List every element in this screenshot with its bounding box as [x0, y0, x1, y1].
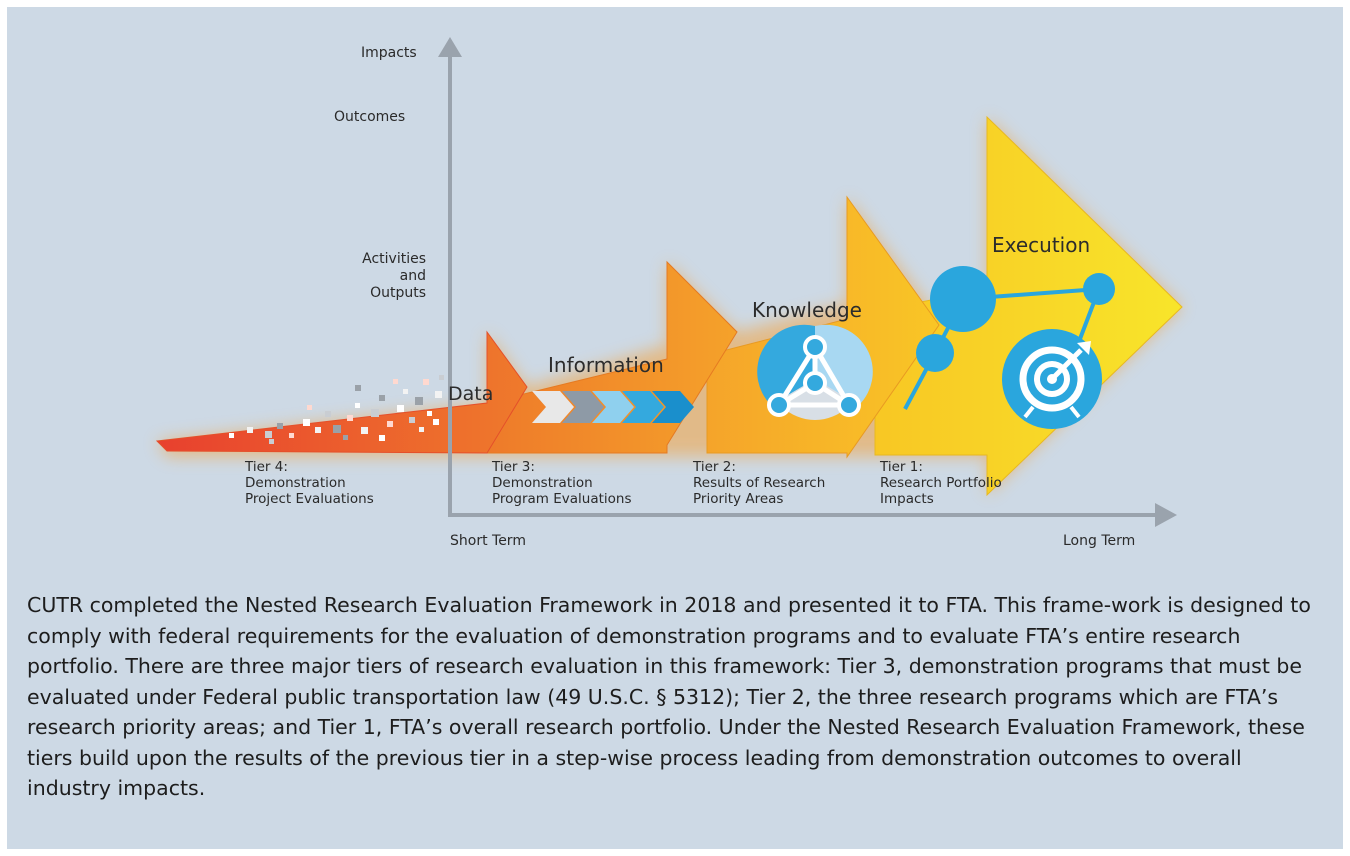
pixel-square [355, 403, 360, 408]
figure-caption: CUTR completed the Nested Research Evalu… [27, 593, 1311, 800]
stage-data-label: Data [448, 383, 494, 405]
pixel-square [229, 433, 234, 438]
pixel-square [423, 379, 429, 385]
network-nodes-icon [903, 266, 1115, 410]
pixel-square [355, 385, 361, 391]
pixel-square [343, 435, 348, 440]
pixel-square [333, 425, 341, 433]
pixel-square [247, 427, 253, 433]
pixel-square [315, 427, 321, 433]
figure-panel: Impacts Outcomes Activities and Outputs … [7, 7, 1343, 849]
pixel-square [409, 417, 415, 423]
x-label-short-term: Short Term [450, 533, 526, 549]
tier-4-label: Tier 4: Demonstration Project Evaluation… [245, 459, 374, 507]
pixel-square [419, 427, 424, 432]
axes [438, 37, 1177, 527]
pixel-square [415, 397, 423, 405]
y-label-outcomes: Outcomes [334, 109, 406, 125]
pixel-square [289, 433, 294, 438]
pixel-square [379, 395, 385, 401]
pixel-square [433, 419, 439, 425]
stage-execution-label: Execution [992, 233, 1091, 257]
pixel-square [403, 389, 408, 394]
pixel-square [397, 405, 404, 412]
pixel-square [265, 431, 272, 438]
y-label-impacts: Impacts [361, 45, 417, 61]
stage-knowledge-label: Knowledge [752, 298, 862, 322]
x-axis-arrowhead [1155, 503, 1177, 527]
framework-diagram [155, 37, 1183, 527]
tier-1-label: Tier 1: Research Portfolio Impacts [880, 459, 1002, 507]
y-label-activities: Activities and Outputs [362, 251, 426, 301]
chevron-sequence-icon [532, 391, 694, 423]
pixel-square [387, 421, 393, 427]
tier-3-label: Tier 3: Demonstration Program Evaluation… [492, 459, 632, 507]
data-pixels [229, 375, 444, 444]
pixel-square [307, 405, 312, 410]
pixel-square [277, 423, 283, 429]
pixel-square [393, 379, 398, 384]
pixel-square [347, 415, 353, 421]
pixel-square [427, 411, 432, 416]
pixel-square [379, 435, 385, 441]
stage-information-label: Information [548, 353, 664, 377]
pixel-square [303, 419, 310, 426]
pixel-square [325, 411, 331, 417]
pixel-square [361, 427, 368, 434]
x-label-long-term: Long Term [1063, 533, 1136, 549]
tier-2-label: Tier 2: Results of Research Priority Are… [693, 459, 826, 507]
target-icon [1002, 329, 1102, 429]
pixel-square [439, 375, 444, 380]
y-axis-arrowhead [438, 37, 462, 57]
pixel-square [269, 439, 274, 444]
pixel-square [371, 409, 379, 417]
pixel-square [435, 391, 442, 398]
network-triangle-icon [757, 324, 873, 420]
